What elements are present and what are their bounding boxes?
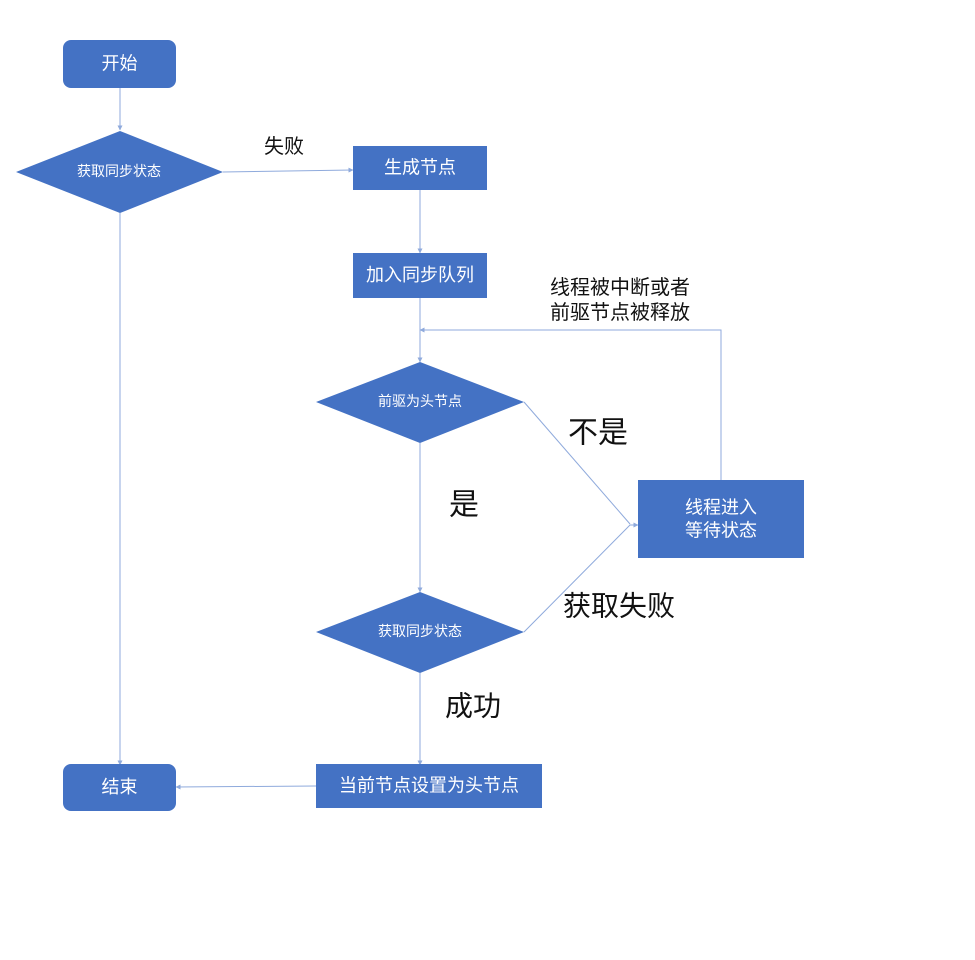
node-join-sync-queue: 加入同步队列: [353, 253, 487, 298]
decision-acquire-sync-state-1: 获取同步状态: [16, 131, 223, 213]
edge-label-yes: 是: [449, 488, 479, 523]
connectors: [117, 88, 722, 790]
decision-predecessor-is-head-label: 前驱为头节点: [378, 393, 462, 410]
node-thread-wait-label-line1: 线程进入: [685, 498, 757, 519]
node-end: 结束: [63, 764, 176, 811]
node-set-current-as-head-label: 当前节点设置为头节点: [339, 776, 519, 797]
edge-predecessor-not-to-wait: [523, 401, 631, 525]
node-start-label: 开始: [102, 54, 138, 75]
node-create-node-label: 生成节点: [384, 158, 456, 179]
edge-label-acquire-failure: 获取失败: [563, 590, 675, 623]
decision-acquire-sync-state-2-label: 获取同步状态: [378, 624, 462, 640]
edge-label-not-yes: 不是: [568, 416, 628, 451]
node-thread-wait-label-line2: 等待状态: [685, 521, 757, 542]
edge-acquire-to-create-node: [222, 167, 354, 173]
node-start: 开始: [63, 40, 176, 88]
decision-predecessor-is-head: 前驱为头节点: [316, 362, 524, 443]
edge-label-failure: 失败: [264, 134, 304, 158]
edge-acquire2-fail-to-wait: [523, 522, 639, 633]
edge-label-interrupted-line2: 前驱节点被释放: [550, 300, 690, 324]
decision-acquire-sync-state-2: 获取同步状态: [316, 592, 524, 673]
edge-wait-back-to-loop: [419, 327, 722, 480]
node-join-sync-queue-label: 加入同步队列: [366, 265, 474, 286]
node-end-label: 结束: [102, 777, 138, 798]
edge-label-success: 成功: [445, 690, 501, 723]
edge-set-head-to-end: [175, 784, 317, 790]
node-create-node: 生成节点: [353, 146, 487, 190]
decision-acquire-sync-state-1-label: 获取同步状态: [77, 164, 161, 180]
node-set-current-as-head: 当前节点设置为头节点: [316, 764, 542, 808]
edge-label-interrupted-line1: 线程被中断或者: [550, 275, 690, 299]
node-thread-wait: 线程进入 等待状态: [638, 480, 804, 558]
